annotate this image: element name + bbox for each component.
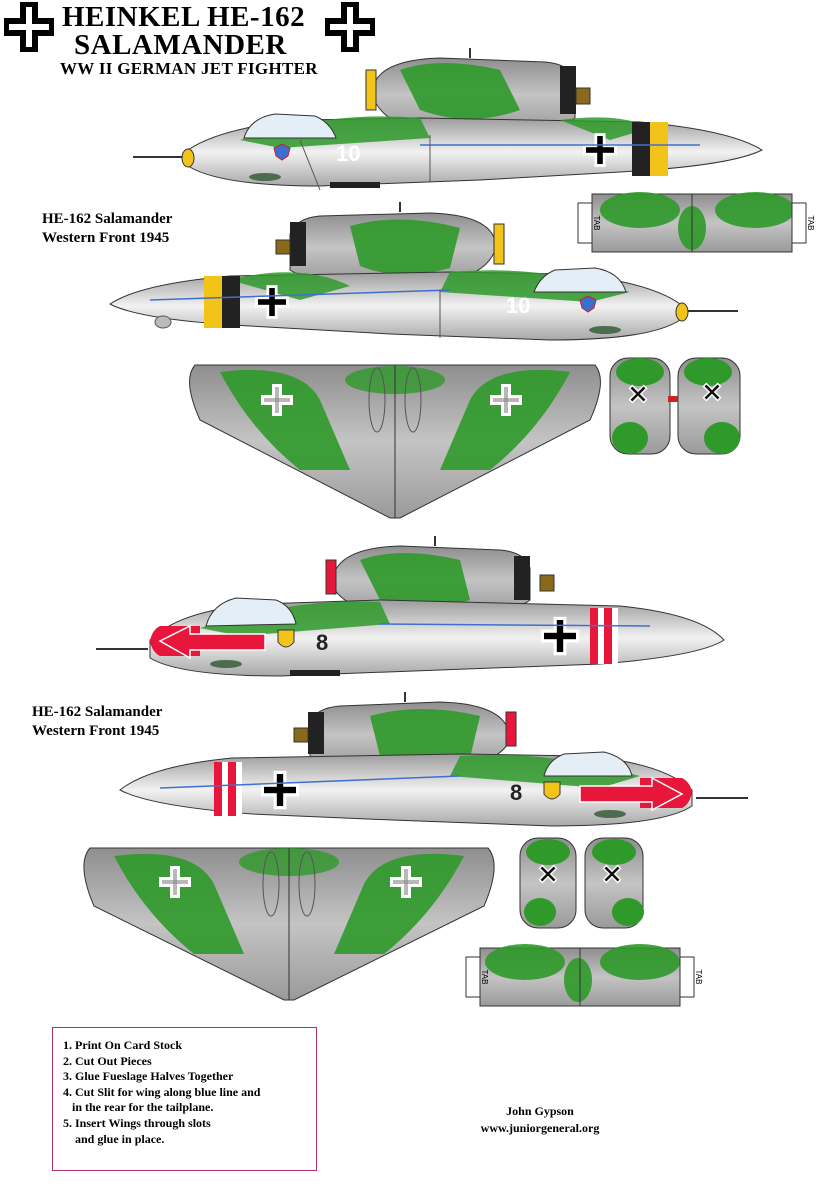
fuselage-side-1b: 10 bbox=[109, 202, 738, 341]
aircraft-number-1a: 10 bbox=[336, 141, 360, 166]
fuselage-side-2b: 8 bbox=[119, 692, 748, 827]
caption-aircraft-2: HE-162 Salamander Western Front 1945 bbox=[32, 703, 162, 741]
subtitle: WW II GERMAN JET FIGHTER bbox=[60, 59, 318, 78]
credit-block: John Gypson www.juniorgeneral.org bbox=[420, 1103, 660, 1137]
caption-1-line-2: Western Front 1945 bbox=[42, 230, 170, 246]
balkenkreuz-left-icon bbox=[4, 2, 54, 52]
title-line-1: HEINKEL HE-162 bbox=[62, 1, 306, 33]
caption-aircraft-1: HE-162 Salamander Western Front 1945 bbox=[42, 210, 172, 248]
instruction-item: 1. Print On Card Stock bbox=[63, 1038, 183, 1052]
title-line-2: SALAMANDER bbox=[74, 29, 287, 61]
instruction-item: 5. Insert Wings through slots bbox=[63, 1115, 211, 1130]
fuselage-side-2a: 8 bbox=[96, 536, 725, 677]
tab-label-1a: TAB bbox=[592, 216, 601, 231]
tailplane-2 bbox=[465, 944, 695, 1007]
instruction-item: 4. Cut Slit for wing along blue line and bbox=[63, 1084, 261, 1099]
caption-1-line-1: HE-162 Salamander bbox=[42, 211, 173, 227]
wing-1 bbox=[189, 364, 601, 519]
instructions-list: 1. Print On Card Stock 2. Cut Out Pieces… bbox=[53, 1028, 316, 1147]
instructions-box: 1. Print On Card Stock 2. Cut Out Pieces… bbox=[52, 1027, 317, 1171]
tail-fins-2 bbox=[519, 837, 644, 929]
caption-2-line-1: HE-162 Salamander bbox=[32, 704, 163, 720]
instruction-item: 3. Glue Fueslage Halves Together bbox=[63, 1069, 234, 1084]
instruction-item: in the rear for the tailplane. bbox=[63, 1100, 214, 1115]
tab-label-2b: TAB bbox=[694, 970, 703, 985]
tail-fins-1 bbox=[609, 357, 741, 455]
aircraft-number-2a: 8 bbox=[316, 630, 328, 655]
author-name: John Gypson bbox=[506, 1104, 574, 1118]
aircraft-number-2b: 8 bbox=[510, 780, 522, 805]
instruction-item: 2. Cut Out Pieces bbox=[63, 1053, 152, 1068]
balkenkreuz-right-icon bbox=[325, 2, 375, 52]
tailplane-1 bbox=[577, 192, 807, 253]
wing-2 bbox=[83, 847, 495, 1001]
tab-label-2a: TAB bbox=[480, 970, 489, 985]
aircraft-number-1b: 10 bbox=[506, 293, 530, 318]
fuselage-side-1a: 10 bbox=[133, 48, 764, 191]
instruction-item: and glue in place. bbox=[63, 1131, 165, 1146]
website-link[interactable]: www.juniorgeneral.org bbox=[480, 1121, 600, 1135]
caption-2-line-2: Western Front 1945 bbox=[32, 723, 160, 739]
tab-label-1b: TAB bbox=[806, 216, 815, 231]
